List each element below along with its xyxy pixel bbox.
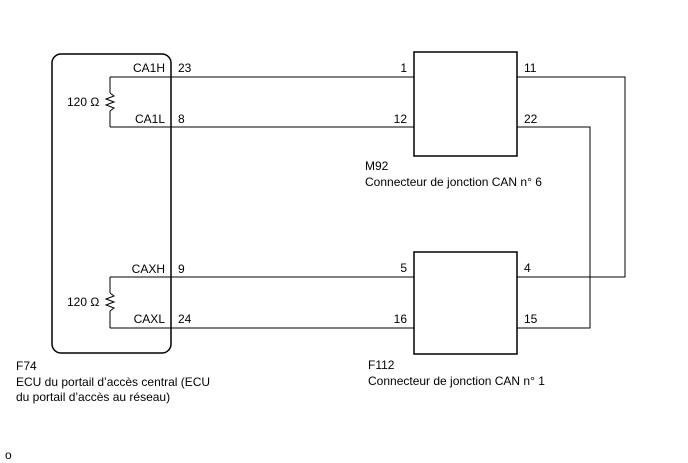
m92-pin-11: 11	[524, 61, 537, 75]
f112-pin-4: 4	[524, 261, 531, 275]
footer-mark: o	[5, 448, 12, 462]
resistor-top	[104, 77, 116, 127]
pin-name-caxh: CAXH	[132, 262, 165, 276]
connector-top-box	[413, 51, 518, 157]
pin-num-ca1l: 8	[178, 112, 185, 126]
resistor-top-label: 120 Ω	[67, 95, 99, 109]
connector-bottom-box	[413, 251, 518, 355]
pin-name-ca1l: CA1L	[135, 112, 165, 126]
f112-pin-16: 16	[394, 312, 408, 326]
m92-pin-1: 1	[400, 61, 407, 75]
pin-num-ca1h: 23	[178, 61, 192, 75]
m92-pin-12: 12	[394, 112, 408, 126]
connector-bottom-code: F112	[368, 358, 395, 372]
resistor-bottom	[104, 277, 116, 328]
ecu-box	[51, 53, 172, 354]
pin-name-ca1h: CA1H	[133, 61, 165, 75]
connector-bottom-name: Connecteur de jonction CAN n° 1	[368, 374, 545, 388]
ecu-name-line2: du portail d’accès au réseau)	[16, 390, 170, 404]
ecu-code: F74	[16, 359, 37, 373]
f112-pin-15: 15	[524, 312, 538, 326]
wire-22-to-15	[517, 126, 591, 329]
resistor-bottom-label: 120 Ω	[67, 295, 99, 309]
m92-pin-22: 22	[524, 112, 538, 126]
pin-num-caxl: 24	[178, 312, 192, 326]
f112-pin-5: 5	[400, 261, 407, 275]
connector-top-code: M92	[365, 159, 389, 173]
pin-num-caxh: 9	[178, 262, 185, 276]
ecu-name-line1: ECU du portail d’accès central (ECU	[16, 375, 210, 389]
connector-top-name: Connecteur de jonction CAN n° 6	[365, 175, 542, 189]
pin-name-caxl: CAXL	[134, 312, 166, 326]
wire-11-to-4	[517, 76, 626, 278]
